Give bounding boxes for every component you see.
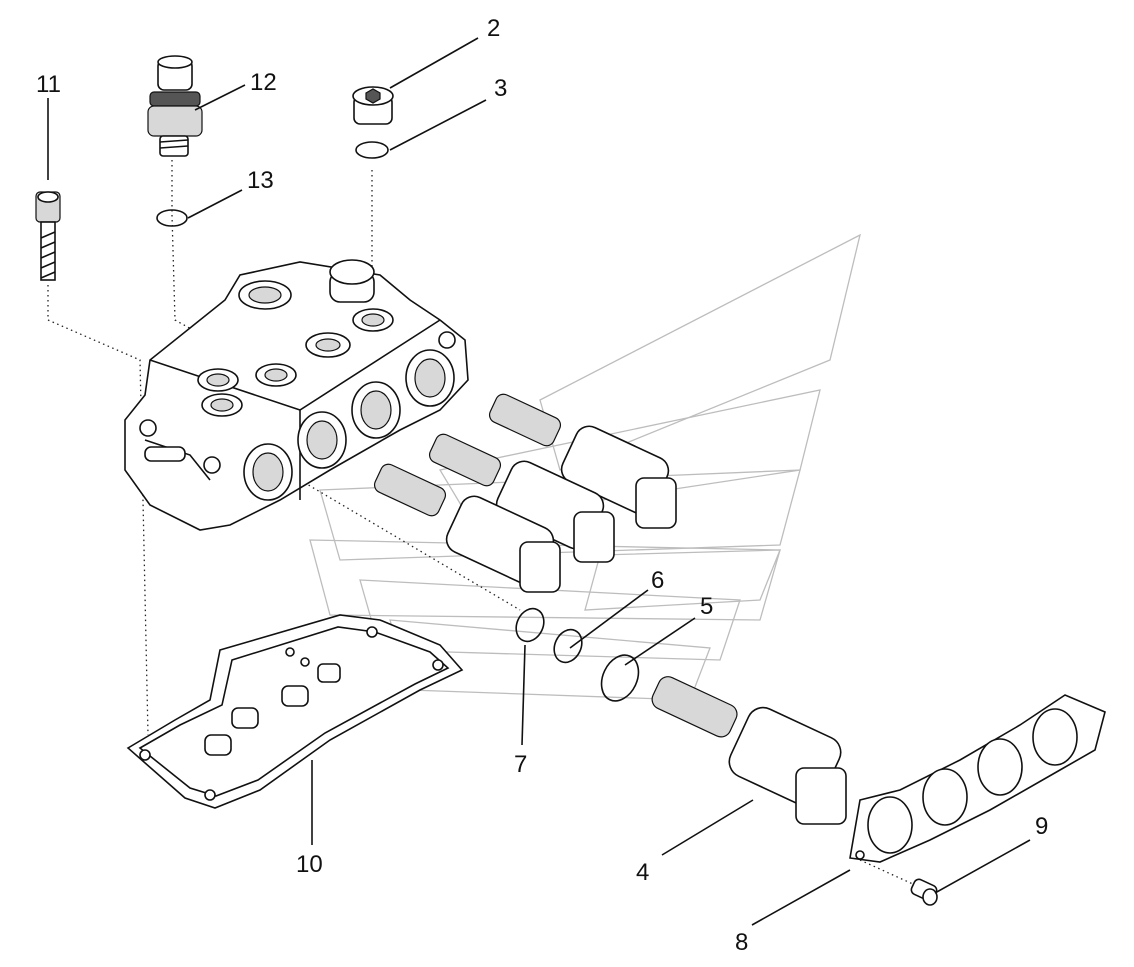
- callout-10: 10: [296, 851, 323, 878]
- callout-2: 2: [487, 15, 500, 42]
- solenoid-valve-top: [488, 393, 677, 529]
- callout-8: 8: [735, 929, 748, 956]
- solenoid-valve-bottom: [373, 463, 561, 593]
- part-6-o-ring: [553, 628, 583, 664]
- part-8-gasket: [849, 694, 1106, 863]
- callout-labels: 2 3 11 12 13 6 5 7 10 4 9 8: [36, 15, 1048, 956]
- callout-12: 12: [250, 69, 277, 96]
- part-2-plug: [352, 86, 394, 125]
- callout-13: 13: [247, 167, 274, 194]
- callout-3: 3: [494, 75, 507, 102]
- part-7-o-ring: [515, 607, 545, 643]
- callout-6: 6: [651, 567, 664, 594]
- part-3-o-ring: [355, 141, 389, 159]
- part-4-solenoid-valve: [651, 676, 847, 825]
- callout-4: 4: [636, 859, 649, 886]
- callout-7: 7: [514, 751, 527, 778]
- callout-5: 5: [700, 593, 713, 620]
- part-12-pressure-switch: [147, 55, 203, 157]
- valve-block: [124, 259, 469, 531]
- callout-9: 9: [1035, 813, 1048, 840]
- part-11-cap-screw: [35, 191, 61, 281]
- part-13-o-ring: [156, 209, 188, 227]
- leader-lines: [47, 37, 1031, 926]
- part-10-gasket: [126, 614, 464, 809]
- callout-11: 11: [36, 71, 61, 98]
- part-5-o-ring: [600, 654, 640, 702]
- part-9-screw: [910, 878, 938, 906]
- solenoid-valve-middle: [428, 433, 615, 563]
